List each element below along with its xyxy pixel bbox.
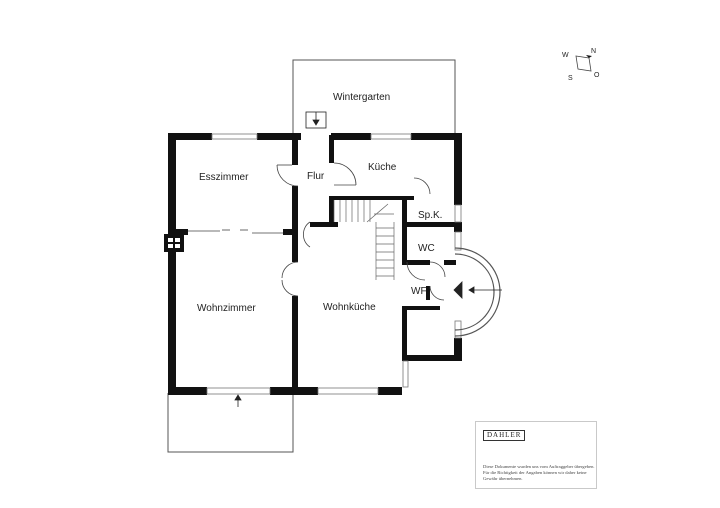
- entry-arrows: [234, 111, 502, 407]
- compass: N O S W: [562, 48, 600, 82]
- label-wf: WF: [411, 286, 427, 297]
- label-wohnkueche: Wohnküche: [323, 302, 376, 313]
- sliding-door: [188, 229, 283, 234]
- door-arcs: [276, 162, 446, 301]
- compass-icon: [575, 55, 592, 72]
- dahler-logo: DAHLER: [483, 430, 526, 441]
- label-spk: Sp.K.: [418, 210, 442, 221]
- label-wc: WC: [418, 243, 435, 254]
- label-esszimmer: Esszimmer: [199, 172, 249, 183]
- terrace-outline: [167, 393, 294, 453]
- label-kueche: Küche: [368, 162, 397, 173]
- fireplace-icon: [164, 234, 184, 252]
- info-box: DAHLER Diese Dokumente wurden uns vom Au…: [475, 421, 597, 489]
- inner-walls: [176, 135, 456, 391]
- label-wohnzimmer: Wohnzimmer: [197, 303, 256, 314]
- label-flur: Flur: [307, 171, 325, 182]
- compass-south: S: [568, 75, 573, 82]
- label-wintergarten: Wintergarten: [333, 92, 390, 103]
- disclaimer-text: Diese Dokumente wurden uns vom Auftragge…: [483, 464, 595, 481]
- bay-window: [454, 247, 501, 337]
- wintergarten-outline: [292, 59, 456, 135]
- compass-north: N: [591, 48, 596, 55]
- compass-east: O: [594, 72, 600, 79]
- compass-west: W: [562, 52, 569, 59]
- compass-north-arrow: [586, 55, 592, 58]
- staircase: [333, 200, 395, 280]
